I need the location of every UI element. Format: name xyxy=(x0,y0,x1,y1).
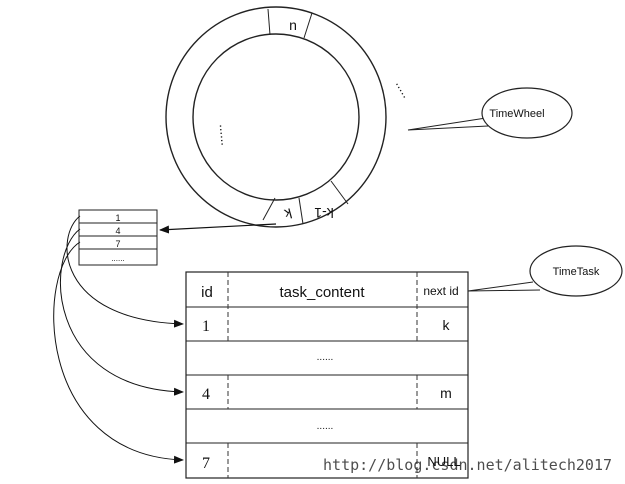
slot-divider xyxy=(298,197,304,225)
bucket-to-row-arrow xyxy=(66,215,184,328)
bucket-to-row-arrow xyxy=(59,228,184,396)
callout-bubble xyxy=(481,87,573,139)
task-table: id task_content next id 1 k ...... 4 m .… xyxy=(185,271,469,479)
bucket-entry: ...... xyxy=(111,254,124,263)
timetask-callout: TimeTask xyxy=(467,245,623,297)
row-next-id: m xyxy=(440,385,452,401)
bucket-entry: 1 xyxy=(115,213,120,223)
slot-label-k-minus-1: k-1 xyxy=(314,205,334,221)
header-next-id: next id xyxy=(423,284,458,298)
row-ellipsis: ...... xyxy=(317,352,334,363)
header-task-content: task_content xyxy=(279,284,365,301)
bucket-entry: 7 xyxy=(115,239,120,249)
bucket-list: 1 4 7 ...... xyxy=(78,209,158,266)
row-ellipsis: ...... xyxy=(317,421,334,432)
row-id: 4 xyxy=(202,386,210,403)
watermark: http://blog.csdn.net/alitech2017 xyxy=(323,456,612,474)
slot-ellipsis-left: ...... xyxy=(209,124,226,147)
slot-divider xyxy=(262,197,276,221)
slot-ellipsis-right: ..... xyxy=(393,77,415,100)
slot-divider xyxy=(330,180,349,205)
header-id: id xyxy=(201,284,213,301)
time-wheel: n k k-1 ..... ...... xyxy=(165,6,415,228)
row-id: 7 xyxy=(202,455,210,472)
bucket-entry: 4 xyxy=(115,226,120,236)
slot-label-n: n xyxy=(289,17,297,33)
row-next-id: k xyxy=(443,317,451,333)
slot-to-bucket-arrow xyxy=(159,223,277,234)
timewheel-callout: TimeWheel xyxy=(407,87,573,139)
slot-divider xyxy=(303,12,313,39)
wheel-inner-ring xyxy=(192,33,360,201)
callout-pointer xyxy=(467,281,541,292)
callout-label: TimeWheel xyxy=(489,108,544,120)
wheel-outer-ring xyxy=(165,6,387,228)
callout-label: TimeTask xyxy=(553,266,600,278)
row-next-id: NULL xyxy=(427,454,460,469)
callout-bubble xyxy=(529,245,623,297)
callout-pointer xyxy=(407,117,489,131)
bucket-cell xyxy=(78,248,158,266)
bucket-to-row-arrow xyxy=(53,241,184,464)
slot-divider xyxy=(267,8,271,36)
slot-label-k: k xyxy=(282,205,294,223)
row-id: 1 xyxy=(202,318,210,335)
